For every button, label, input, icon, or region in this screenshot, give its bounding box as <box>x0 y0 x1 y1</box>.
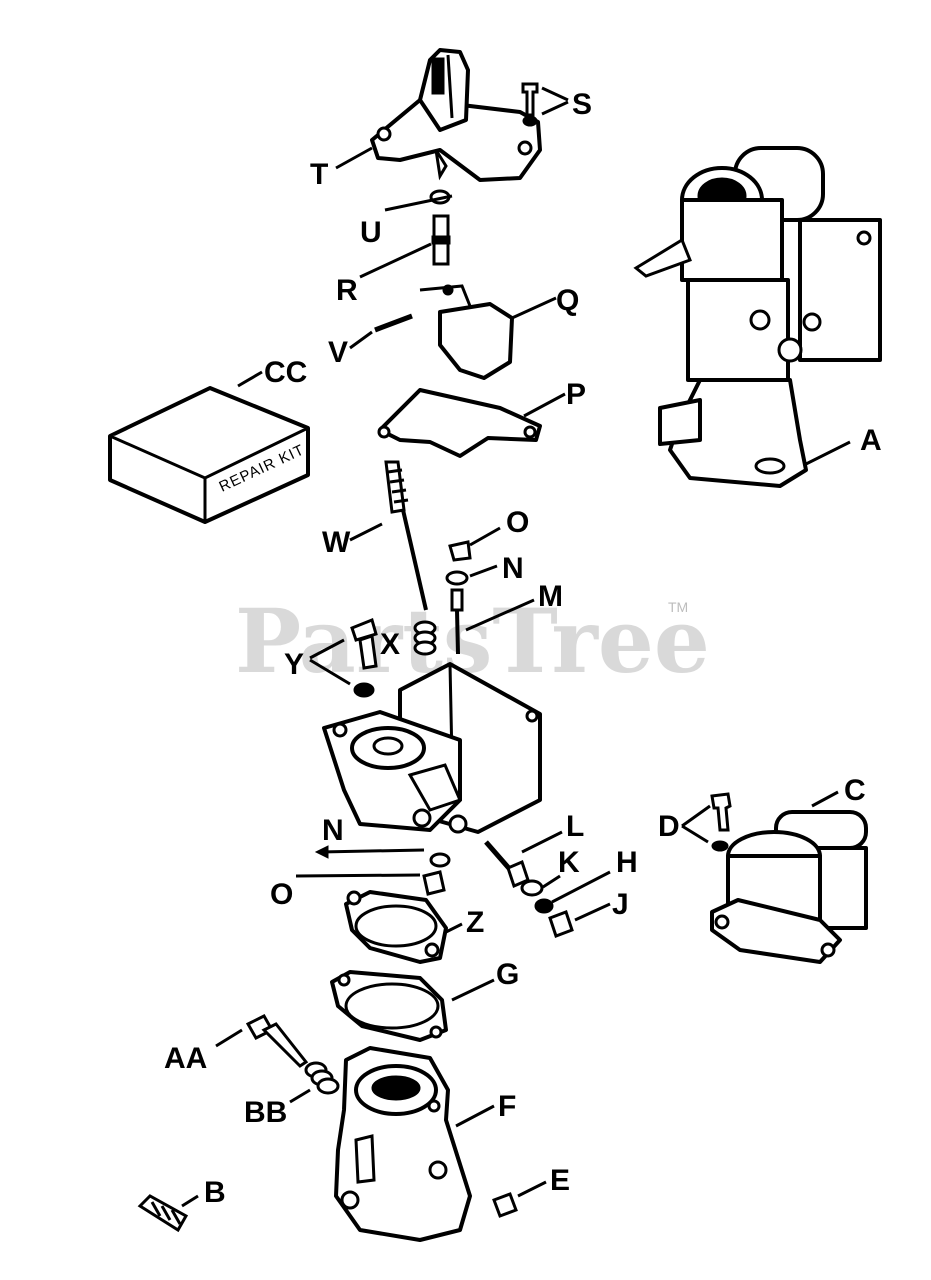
label-j: J <box>612 888 629 921</box>
part-f-lower-body <box>334 1046 495 1242</box>
label-k: K <box>558 846 580 879</box>
part-t-cover <box>370 48 542 182</box>
part-n-washer-bottom <box>314 845 451 868</box>
part-q-float <box>419 284 557 380</box>
part-z-gasket <box>344 890 463 964</box>
label-m: M <box>538 580 563 613</box>
part-o-plug-top <box>448 526 501 562</box>
label-l: L <box>566 810 584 843</box>
part-j-plug <box>548 902 611 938</box>
label-a: A <box>860 424 882 457</box>
watermark-trademark: TM <box>668 599 688 615</box>
label-bb: BB <box>244 1096 287 1129</box>
label-s: S <box>572 88 592 121</box>
label-o-top: O <box>506 506 529 539</box>
part-x-spring <box>413 620 437 656</box>
label-c: C <box>844 774 866 807</box>
label-t: T <box>310 158 328 191</box>
label-z: Z <box>466 906 484 939</box>
label-r: R <box>336 274 358 307</box>
label-q: Q <box>556 284 579 317</box>
part-u-washer <box>384 189 453 212</box>
label-h: H <box>616 846 638 879</box>
part-a-carburetor-assembly <box>633 146 882 488</box>
label-n-bottom: N <box>322 814 344 847</box>
part-h-washer <box>534 870 611 914</box>
label-y: Y <box>284 648 304 681</box>
label-aa: AA <box>164 1042 207 1075</box>
part-r-needle-valve <box>359 214 451 279</box>
part-e-plug <box>492 1180 547 1218</box>
label-n-top: N <box>502 552 524 585</box>
part-b-screw <box>137 1194 199 1233</box>
label-f: F <box>498 1090 516 1123</box>
part-cc-repair-kit: REPAIR KIT <box>108 370 310 524</box>
part-m-needle <box>450 588 535 655</box>
label-w: W <box>322 526 351 559</box>
part-p-gasket <box>377 388 566 458</box>
label-p: P <box>566 378 586 411</box>
part-g-gasket <box>330 970 495 1042</box>
part-d-screw <box>681 792 732 852</box>
part-bb-spring <box>289 1061 340 1104</box>
label-b: B <box>204 1176 226 1209</box>
label-d: D <box>658 810 680 843</box>
part-s-screw <box>521 82 569 127</box>
part-aa-needle <box>215 1014 309 1068</box>
part-n-washer-top <box>445 564 498 586</box>
part-v-pin <box>349 313 413 350</box>
part-c-throttle-body <box>710 790 868 964</box>
part-y-screw <box>309 617 378 698</box>
label-u: U <box>360 216 382 249</box>
label-cc: CC <box>264 356 307 389</box>
label-g: G <box>496 958 519 991</box>
part-k-spring <box>520 874 561 897</box>
part-main-carburetor-body <box>322 662 542 834</box>
part-l-main-jet-needle <box>484 830 563 889</box>
label-e: E <box>550 1164 570 1197</box>
part-o-plug-bottom <box>295 870 446 896</box>
label-o-bottom: O <box>270 878 293 911</box>
label-x: X <box>380 628 400 661</box>
label-v: V <box>328 336 348 369</box>
part-w-idle-needle <box>349 460 428 611</box>
